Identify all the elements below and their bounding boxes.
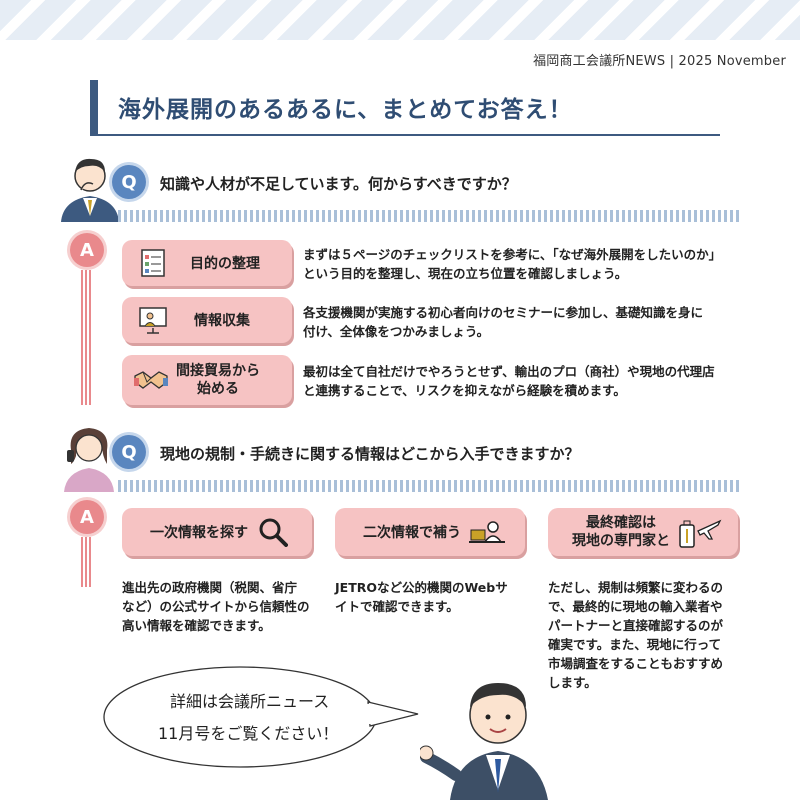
description-line: と連携することで、リスクを抑えながら経験を積めます。 [303, 383, 626, 398]
topic-label: 目的の整理 [190, 256, 260, 272]
description-line: まずは５ページのチェックリストを参考に、「なぜ海外展開をしたいのか」 [303, 247, 722, 262]
card-label: 一次情報を探す [150, 525, 248, 541]
label-line: 最終確認は [586, 515, 656, 531]
label-line: 現地の専門家と [572, 533, 670, 549]
topic-pill-purpose: 目的の整理 [122, 240, 292, 286]
question-badge: Q [112, 435, 146, 469]
question-badge: Q [112, 165, 146, 199]
speech-bubble [103, 666, 419, 768]
description-line: パートナーと直接確認するのが [548, 618, 724, 633]
description-line: イトで確認できます。 [335, 599, 459, 614]
description-line: 付け、全体像をつかみましょう。 [303, 324, 490, 339]
description-line: 進出先の政府機関（税関、省庁 [122, 580, 298, 595]
topic-pill-research: 情報収集 [122, 297, 292, 343]
description-line: ただし、規制は頻繁に変わるの [548, 580, 724, 595]
description-line: で、最終的に現地の輸入業者や [548, 599, 723, 614]
description-line: 高い情報を確認できます。 [122, 618, 271, 633]
bubble-text-line2: 11月号をご覧ください！ [158, 724, 339, 743]
topic-pill-indirect-trade: 間接貿易から 始める [122, 355, 292, 405]
answer-stripe [81, 537, 93, 587]
description-line: 最初は全て自社だけでやろうとせず、輸出のプロ（商社）や現地の代理店 [303, 364, 715, 379]
handshake-icon [134, 365, 168, 395]
card-description: 進出先の政府機関（税関、省庁 など）の公式サイトから信頼性の 高い情報を確認でき… [122, 578, 310, 635]
topic-label: 情報収集 [194, 313, 250, 329]
topic-description: 各支援機関が実施する初心者向けのセミナーに参加し、基礎知識を身に 付け、全体像を… [303, 303, 703, 341]
topic-description: まずは５ページのチェックリストを参考に、「なぜ海外展開をしたいのか」 という目的… [303, 245, 721, 283]
description-line: 各支援機関が実施する初心者向けのセミナーに参加し、基礎知識を身に [303, 305, 704, 320]
info-card-secondary: 二次情報で補う [335, 508, 525, 556]
magnifier-icon [258, 517, 288, 547]
label-line: 始める [197, 381, 239, 397]
checklist-icon [138, 248, 168, 278]
businesswoman-illustration [64, 428, 114, 492]
card-description: JETROなど公的機関のWebサ イトで確認できます。 [335, 578, 508, 616]
dotted-divider [118, 210, 740, 222]
info-card-primary: 一次情報を探す [122, 508, 312, 556]
publication-header: 福岡商工会議所NEWS | 2025 November [533, 54, 786, 69]
description-line: 市場調査をすることもおすすめ [548, 656, 724, 671]
label-line: 間接貿易から [176, 363, 260, 379]
description-line: という目的を整理し、現在の立ち位置を確認しましょう。 [303, 266, 628, 281]
computer-user-icon [469, 517, 505, 547]
card-label: 最終確認は 現地の専門家と [572, 514, 670, 550]
dotted-divider [118, 480, 740, 492]
businessman-illustration [61, 158, 119, 222]
topic-label: 間接貿易から 始める [176, 362, 260, 398]
answer-badge: A [70, 233, 104, 267]
answer-badge: A [70, 500, 104, 534]
card-label: 二次情報で補う [363, 525, 461, 541]
page-title: 海外展開のあるあるに、まとめてお答え！ [118, 97, 573, 123]
page-title-block: 海外展開のあるあるに、まとめてお答え！ [90, 80, 720, 136]
answer-stripe [81, 270, 93, 405]
description-line: します。 [548, 675, 597, 690]
description-line: など）の公式サイトから信頼性の [122, 599, 310, 614]
question-text: 知識や人材が不足しています。何からすべきですか？ [160, 175, 517, 193]
info-card-local-expert: 最終確認は 現地の専門家と [548, 508, 738, 556]
bubble-text-line1: 詳細は会議所ニュース [170, 692, 330, 711]
businessman-pointing-illustration [420, 683, 548, 800]
question-text: 現地の規制・手続きに関する情報はどこから入手できますか？ [160, 445, 580, 463]
description-line: 確実です。また、現地に行って [548, 637, 722, 652]
description-line: JETROなど公的機関のWebサ [335, 580, 508, 595]
decorative-header-stripe [0, 0, 800, 40]
card-description: ただし、規制は頻繁に変わるの で、最終的に現地の輸入業者や パートナーと直接確認… [548, 578, 723, 692]
travel-icon [678, 517, 722, 548]
topic-description: 最初は全て自社だけでやろうとせず、輸出のプロ（商社）や現地の代理店 と連携するこ… [303, 362, 715, 400]
seminar-icon [138, 305, 168, 335]
